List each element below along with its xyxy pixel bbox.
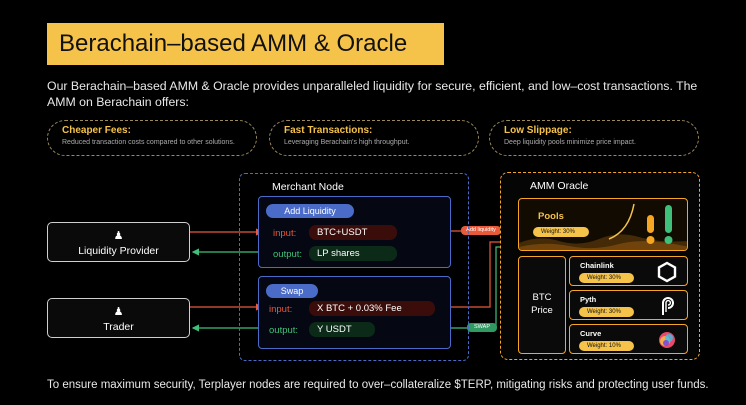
oracle-name: Chainlink xyxy=(580,261,614,270)
btc-price-line2: Price xyxy=(531,305,553,316)
person-icon: ♟ xyxy=(113,306,124,318)
oracle-weight-pill: Weight: 30% xyxy=(579,307,634,317)
pool-tokens-icon xyxy=(646,205,673,244)
feature-desc: Deep liquidity pools minimize price impa… xyxy=(504,139,636,146)
oracle-curve: Curve Weight: 10% xyxy=(569,324,688,354)
trader-label: Trader xyxy=(103,321,134,333)
swap-tag: SWAP xyxy=(467,323,497,332)
liquidity-provider-label: Liquidity Provider xyxy=(78,245,159,257)
btc-price-box: BTC Price xyxy=(518,256,566,354)
curve-icon xyxy=(659,332,675,348)
pools-wave-graphic xyxy=(519,203,687,250)
add-liquidity-input-label: input: xyxy=(273,228,297,239)
pyth-p-icon xyxy=(662,297,674,315)
add-liquidity-input-value: BTC+USDT xyxy=(309,225,397,240)
oracle-weight-pill: Weight: 10% xyxy=(579,341,634,351)
oracle-chainlink: Chainlink Weight: 30% xyxy=(569,256,688,286)
add-liquidity-box: Add Liquidity input: BTC+USDT output: LP… xyxy=(258,196,451,268)
pools-label: Pools xyxy=(538,211,564,222)
feature-title: Cheaper Fees: xyxy=(62,125,131,136)
swap-input-value: X BTC + 0.03% Fee xyxy=(309,301,435,316)
person-icon: ♟ xyxy=(113,230,124,242)
liquidity-provider-node: ♟ Liquidity Provider xyxy=(47,222,190,262)
oracle-name: Curve xyxy=(580,329,602,338)
page-title: Berachain–based AMM & Oracle xyxy=(47,23,444,65)
oracle-weight-pill: Weight: 30% xyxy=(579,273,634,283)
amm-oracle-title: AMM Oracle xyxy=(530,180,589,192)
swap-output-label: output: xyxy=(269,325,299,336)
add-liquidity-tag: Add liquidity xyxy=(461,226,501,235)
swap-pill: Swap xyxy=(266,284,318,298)
oracle-name: Pyth xyxy=(580,295,597,304)
feature-desc: Reduced transaction costs compared to ot… xyxy=(62,139,235,146)
feature-low-slippage: Low Slippage: Deep liquidity pools minim… xyxy=(489,120,699,156)
pools-weight-pill: Weight: 30% xyxy=(533,227,589,237)
merchant-node-container xyxy=(239,173,469,361)
pools-box xyxy=(518,198,688,251)
swap-input-label: input: xyxy=(269,304,293,315)
feature-cheaper-fees: Cheaper Fees: Reduced transaction costs … xyxy=(47,120,257,156)
swap-output-value: Y USDT xyxy=(309,322,375,337)
feature-title: Fast Transactions: xyxy=(284,125,373,136)
add-liquidity-output-value: LP shares xyxy=(309,246,397,261)
add-liquidity-pill: Add Liquidity xyxy=(266,204,354,218)
page-title-text: Berachain–based AMM & Oracle xyxy=(59,30,408,57)
add-liquidity-output-label: output: xyxy=(273,249,303,260)
footer-text: To ensure maximum security, Terplayer no… xyxy=(47,379,709,391)
trader-node: ♟ Trader xyxy=(47,298,190,338)
swap-box: Swap input: X BTC + 0.03% Fee output: Y … xyxy=(258,276,451,349)
oracle-pyth: Pyth Weight: 30% xyxy=(569,290,688,320)
btc-price-line1: BTC xyxy=(532,292,552,303)
feature-desc: Leveraging Berachain's high throughput. xyxy=(284,139,410,146)
feature-fast-transactions: Fast Transactions: Leveraging Berachain'… xyxy=(269,120,479,156)
chainlink-hexagon-icon xyxy=(657,261,677,283)
merchant-node-title: Merchant Node xyxy=(272,181,344,193)
feature-title: Low Slippage: xyxy=(504,125,572,136)
intro-text: Our Berachain–based AMM & Oracle provide… xyxy=(47,79,698,109)
